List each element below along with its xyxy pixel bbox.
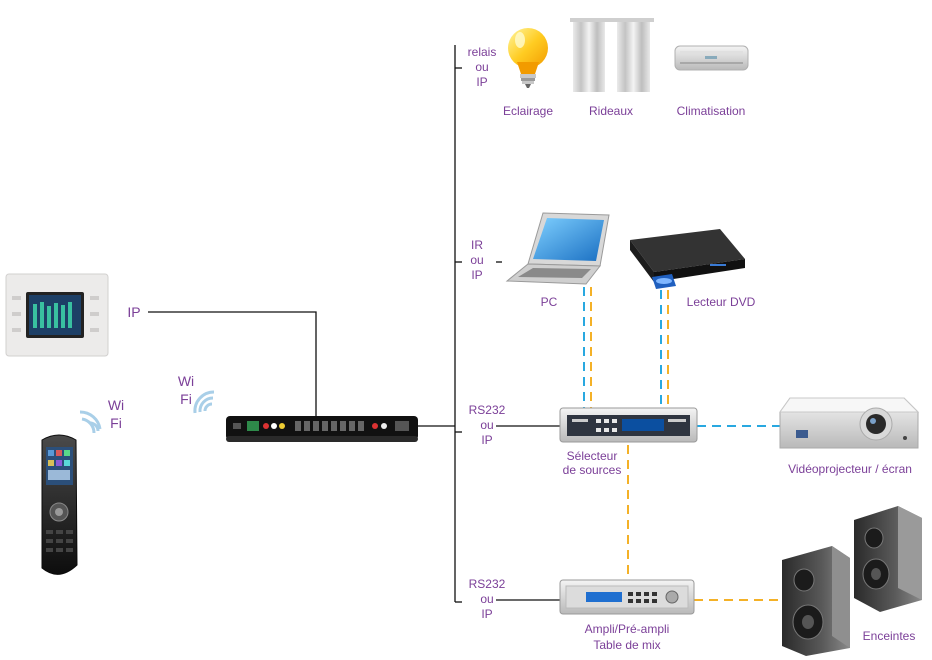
svg-text:ou: ou (470, 253, 483, 267)
videoprojecteur-label: Vidéoprojecteur / écran (788, 462, 912, 476)
amplifier-device (559, 579, 695, 615)
svg-text:IP: IP (471, 268, 482, 282)
svg-text:ou: ou (475, 60, 488, 74)
svg-text:Fi: Fi (110, 415, 122, 431)
svg-text:IP: IP (481, 433, 492, 447)
pc-label: PC (541, 295, 558, 309)
label-ip-panel: IP (127, 304, 140, 320)
label-relais-ou-ip: relais ou IP (468, 45, 497, 89)
selecteur-label: Sélecteur de sources (563, 449, 622, 477)
svg-text:Ampli/Pré-ampli: Ampli/Pré-ampli (585, 622, 670, 636)
svg-text:RS232: RS232 (469, 403, 506, 417)
label-rs232-ampli: RS232 ou IP (469, 577, 506, 621)
curtains-icon (570, 18, 654, 92)
wifi-icon (193, 390, 215, 414)
lecteur-dvd-label: Lecteur DVD (687, 295, 756, 309)
dvd-player-icon (630, 229, 745, 289)
svg-text:Wi: Wi (178, 373, 194, 389)
label-ir-ou-ip: IR ou IP (470, 238, 483, 282)
svg-text:ou: ou (480, 418, 493, 432)
light-bulb-icon (508, 28, 548, 88)
wall-touch-panel (5, 273, 109, 357)
ampli-label: Ampli/Pré-ampli Table de mix (585, 622, 670, 652)
wired-links (148, 45, 560, 603)
svg-text:IP: IP (476, 75, 487, 89)
label-wifi-controller: Wi Fi (178, 373, 194, 407)
label-wifi-remote: Wi Fi (108, 397, 124, 431)
svg-text:Table de mix: Table de mix (593, 638, 660, 652)
speakers-icon (782, 506, 922, 656)
svg-text:IR: IR (471, 238, 483, 252)
source-selector-device (559, 407, 698, 443)
svg-text:Wi: Wi (108, 397, 124, 413)
climatisation-label: Climatisation (677, 104, 746, 118)
svg-text:RS232: RS232 (469, 577, 506, 591)
laptop-icon (505, 212, 610, 285)
enceintes-label: Enceintes (863, 629, 916, 643)
svg-text:Fi: Fi (180, 391, 192, 407)
rideaux-label: Rideaux (589, 104, 633, 118)
central-controller (226, 416, 418, 442)
av-links (583, 287, 782, 601)
label-rs232-selecteur: RS232 ou IP (469, 403, 506, 447)
svg-text:IP: IP (481, 607, 492, 621)
wifi-remote-control (41, 434, 78, 575)
air-conditioner-icon (674, 45, 749, 71)
wifi-icon (79, 410, 102, 434)
svg-text:de sources: de sources (563, 463, 622, 477)
svg-text:relais: relais (468, 45, 497, 59)
svg-text:Sélecteur: Sélecteur (567, 449, 618, 463)
svg-text:ou: ou (480, 592, 493, 606)
video-projector-icon (779, 397, 920, 449)
eclairage-label: Eclairage (503, 104, 553, 118)
